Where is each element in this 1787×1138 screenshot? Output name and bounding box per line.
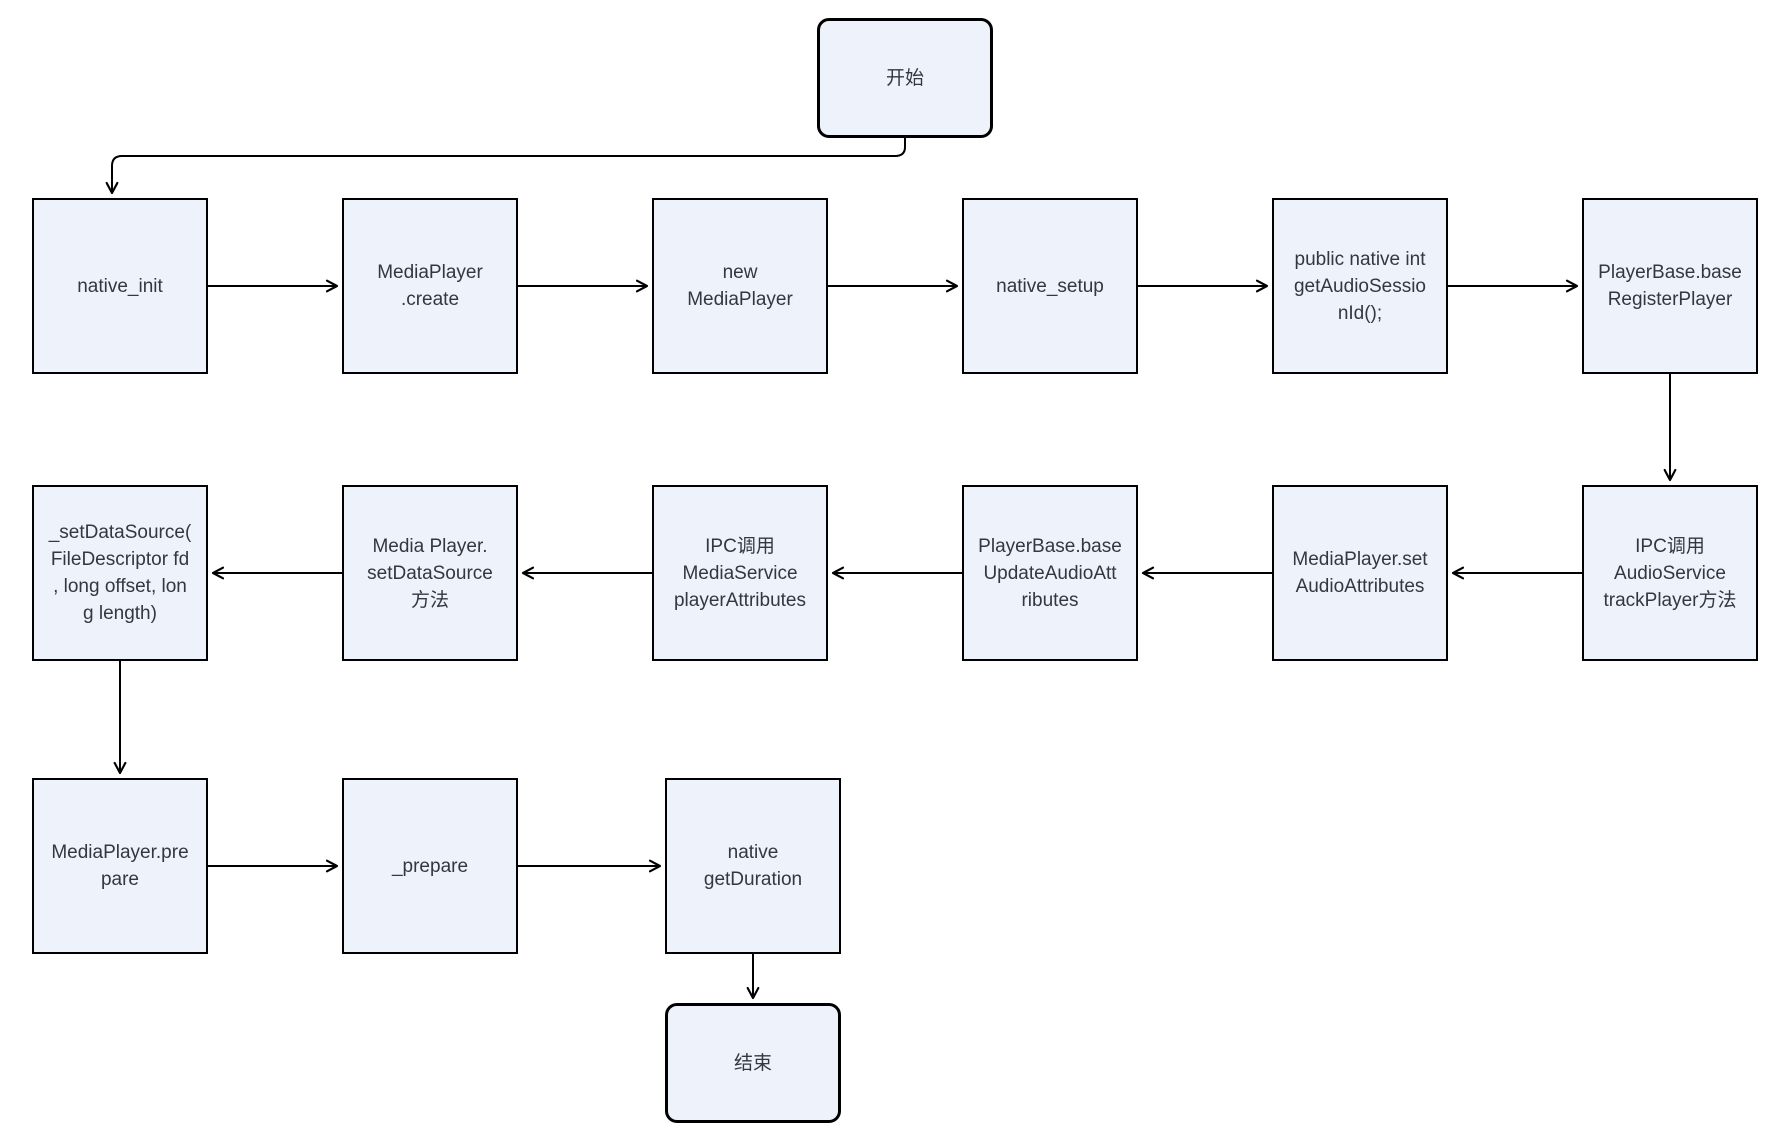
- node-label: IPC调用 AudioService trackPlayer方法: [1603, 535, 1737, 611]
- node-setdatasource-method: Media Player. setDataSource 方法: [342, 485, 518, 661]
- node-base-update-audio-attributes: PlayerBase.base UpdateAudioAtt ributes: [962, 485, 1138, 661]
- node-label: new MediaPlayer: [687, 262, 793, 310]
- node-label: _prepare: [391, 855, 469, 877]
- node-end: 结束: [665, 1003, 841, 1123]
- node-prepare-internal: _prepare: [342, 778, 518, 954]
- node-label: 开始: [885, 67, 924, 89]
- node-label: PlayerBase.base RegisterPlayer: [1598, 262, 1742, 310]
- node-label: MediaPlayer.set AudioAttributes: [1292, 549, 1428, 597]
- node-label: MediaPlayer .create: [377, 262, 483, 310]
- node-label: PlayerBase.base UpdateAudioAtt ributes: [978, 535, 1122, 611]
- node-label: native_setup: [996, 275, 1104, 297]
- node-base-register-player: PlayerBase.base RegisterPlayer: [1582, 198, 1758, 374]
- node-start: 开始: [817, 18, 993, 138]
- node-label: Media Player. setDataSource 方法: [367, 535, 493, 611]
- node-native-init: native_init: [32, 198, 208, 374]
- node-mediaplayer-prepare: MediaPlayer.pre pare: [32, 778, 208, 954]
- node-label: 结束: [733, 1052, 772, 1074]
- node-native-getduration: native getDuration: [665, 778, 841, 954]
- node-ipc-audioservice-trackplayer: IPC调用 AudioService trackPlayer方法: [1582, 485, 1758, 661]
- node-native-setup: native_setup: [962, 198, 1138, 374]
- node-new-mediaplayer: new MediaPlayer: [652, 198, 828, 374]
- node-setdatasource-fd: _setDataSource( FileDescriptor fd , long…: [32, 485, 208, 661]
- node-label: native_init: [77, 275, 163, 297]
- edge-start-to-native-init: [105, 138, 906, 195]
- node-ipc-mediaservice-playerattributes: IPC调用 MediaService playerAttributes: [652, 485, 828, 661]
- node-label: public native int getAudioSessio nId();: [1293, 248, 1427, 324]
- node-label: native getDuration: [703, 842, 803, 890]
- node-label: MediaPlayer.pre pare: [51, 842, 189, 890]
- node-get-audio-session-id: public native int getAudioSessio nId();: [1272, 198, 1448, 374]
- node-mediaplayer-create: MediaPlayer .create: [342, 198, 518, 374]
- node-label: _setDataSource( FileDescriptor fd , long…: [48, 522, 192, 624]
- node-set-audio-attributes: MediaPlayer.set AudioAttributes: [1272, 485, 1448, 661]
- node-label: IPC调用 MediaService playerAttributes: [673, 535, 806, 611]
